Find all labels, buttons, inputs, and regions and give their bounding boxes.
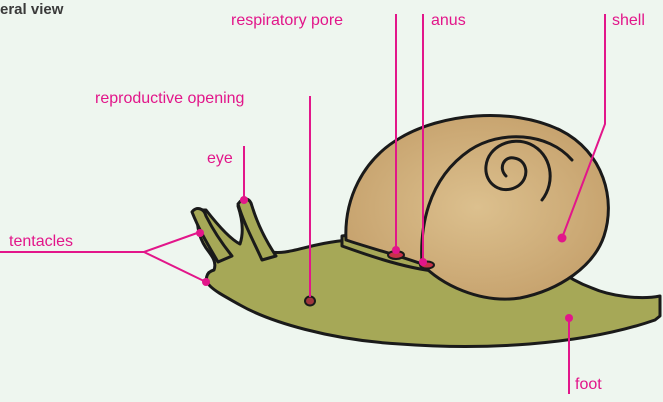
foot-dot [565,314,573,322]
label-shell: shell [612,12,645,30]
label-eye: eye [207,150,233,168]
respiratory-pore-dot [392,246,400,254]
tentacle-lower-dot [202,278,210,286]
label-tentacles: tentacles [9,233,73,251]
reproductive-opening-marker [305,297,315,306]
label-foot: foot [575,376,602,394]
eye-dot [240,196,248,204]
tentacle-upper-dot [196,229,204,237]
shell-dot [558,234,567,243]
label-respiratory-pore: respiratory pore [231,12,343,30]
label-anus: anus [431,12,466,30]
tentacles-leader-lower [144,252,206,282]
anus-dot [419,258,427,266]
label-reproductive-opening: reproductive opening [95,90,244,108]
